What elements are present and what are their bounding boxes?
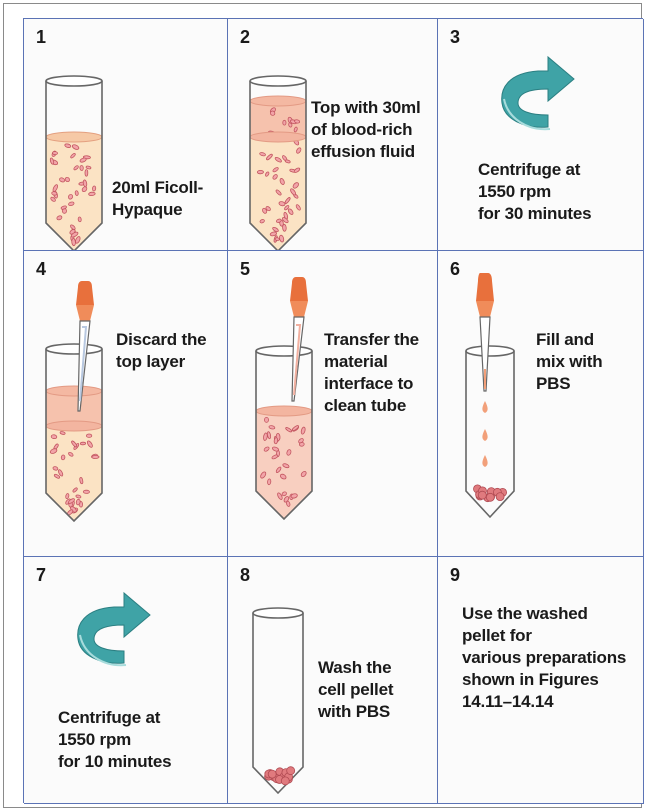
step-1-panel: 1 20ml Ficoll- Hypaque — [24, 19, 228, 251]
step-2-panel: 2 Top with 30ml of blood-rich effusion f… — [228, 19, 438, 251]
blood-cell-dot — [86, 434, 91, 437]
pellet-cell — [478, 491, 486, 499]
pellet-cell — [496, 493, 504, 501]
step-9-panel: 9 Use the washed pellet for various prep… — [438, 557, 644, 804]
step-6-panel: 6 Fill and mix with PBS — [438, 251, 644, 557]
step-5-panel: 5 Transfer the material interface to cl — [228, 251, 438, 557]
blood-cell-dot — [274, 437, 278, 444]
procedure-grid: 1 20ml Ficoll- Hypaque 2 — [23, 18, 643, 803]
blood-cell-dot — [283, 120, 286, 125]
blood-cell-dot — [51, 434, 57, 439]
blood-cell-dot — [52, 151, 57, 154]
blood-cell-dot — [80, 442, 85, 445]
blood-cell-dot — [92, 455, 99, 458]
blood-cell-dot — [265, 417, 269, 422]
step-number: 9 — [450, 565, 460, 586]
pipette-discard-icon — [24, 251, 228, 557]
blood-cell-dot — [88, 192, 95, 196]
blood-cell-dot — [275, 237, 280, 240]
blood-cell-dot — [78, 217, 82, 222]
step-caption: Use the washed pellet for various prepar… — [462, 603, 626, 713]
step-8-panel: 8 Wash the cell pellet with PBS — [228, 557, 438, 804]
pellet-cell — [281, 777, 289, 785]
blood-cell-dot — [61, 455, 65, 460]
pipette-drops-icon — [438, 251, 644, 557]
pellet-cell — [486, 493, 494, 501]
pellet-cell — [268, 770, 276, 778]
step-7-panel: 7 Centrifuge at 1550 rpm for 10 minutes — [24, 557, 228, 804]
pellet-cell — [287, 767, 295, 775]
step-caption: Wash the cell pellet with PBS — [318, 657, 393, 723]
step-caption: Centrifuge at 1550 rpm for 30 minutes — [478, 159, 591, 225]
step-4-panel: 4 Discard the top l — [24, 251, 228, 557]
step-caption: Transfer the material interface to clean… — [324, 329, 419, 417]
figure-frame: 1 20ml Ficoll- Hypaque 2 — [3, 3, 642, 808]
step-caption: Centrifuge at 1550 rpm for 10 minutes — [58, 707, 171, 773]
step-caption: Fill and mix with PBS — [536, 329, 602, 395]
blood-cell-dot — [267, 479, 271, 485]
blood-cell-dot — [75, 190, 79, 195]
blood-cell-dot — [257, 170, 263, 174]
blood-cell-dot — [85, 170, 88, 177]
blood-cell-dot — [92, 186, 96, 191]
blood-cell-dot — [299, 442, 304, 447]
step-caption: Top with 30ml of blood-rich effusion flu… — [311, 97, 420, 163]
blood-cell-dot — [80, 165, 84, 170]
step-caption: Discard the top layer — [116, 329, 206, 373]
step-caption: 20ml Ficoll- Hypaque — [112, 177, 203, 221]
step-3-panel: 3 Centrifuge at 1550 rpm for 30 minutes — [438, 19, 644, 251]
blood-cell-dot — [83, 490, 89, 493]
blood-cell-dot — [71, 238, 75, 246]
